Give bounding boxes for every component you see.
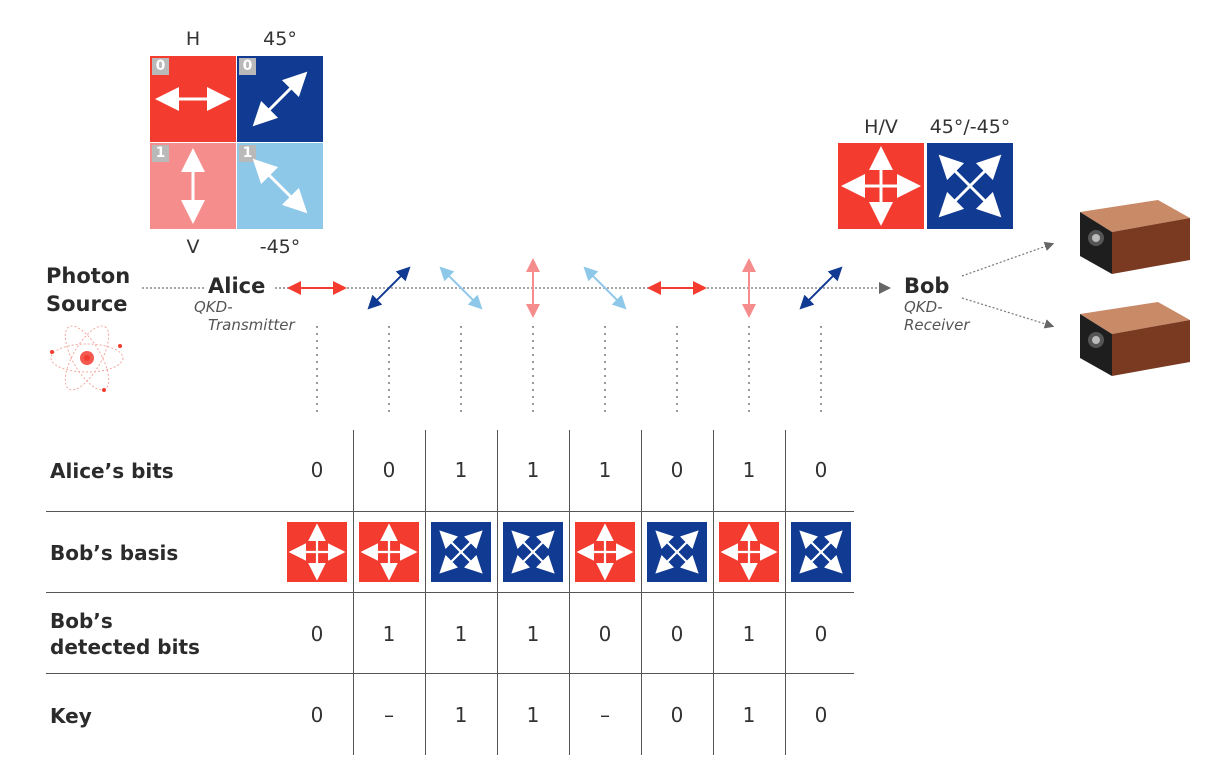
row-label-text: detected bits	[50, 635, 200, 659]
row-label-text: Key	[50, 704, 92, 728]
bob-sub2: Receiver	[904, 316, 970, 334]
basis-diagonal-icon	[503, 522, 563, 582]
legend-label-v: V	[186, 236, 200, 258]
alice-bit-cell: 0	[310, 458, 324, 482]
table-divider-h	[46, 673, 854, 674]
key-bit-cell: 1	[454, 703, 468, 727]
detector-icon	[1080, 200, 1190, 274]
row-label-key: Key	[50, 703, 92, 729]
row-label-bob-basis: Bob’s basis	[50, 540, 178, 566]
key-bit-cell: 0	[670, 703, 684, 727]
row-label-text: Bob’s	[50, 609, 113, 633]
legend-label-45: 45°	[263, 28, 297, 50]
bob-detected-bit-cell: 1	[382, 622, 396, 646]
plus-arrows-icon	[360, 523, 418, 581]
basis-rectilinear-icon	[287, 522, 347, 582]
cross-arrows-icon	[439, 530, 483, 574]
alice-bit-cell: 1	[454, 458, 468, 482]
alice-bit-cell: 1	[526, 458, 540, 482]
row-label-text: Alice’s bits	[50, 459, 174, 483]
table-divider-h	[46, 592, 854, 593]
legend-label-minus45: -45°	[259, 236, 301, 258]
photon-source-label: Photon Source	[46, 262, 130, 318]
basis-diagonal-icon	[647, 522, 707, 582]
photon-source-line1: Photon	[46, 264, 131, 288]
bob-detected-bit-cell: 0	[310, 622, 324, 646]
bob-detected-bit-cell: 0	[670, 622, 684, 646]
horizontal-arrow-icon	[155, 87, 231, 111]
bob-detected-bit-cell: 1	[454, 622, 468, 646]
vertical-arrow-icon	[181, 148, 205, 224]
plus-arrows-icon	[841, 146, 921, 226]
bob-detected-bit-cell: 0	[598, 622, 612, 646]
key-bit-cell: 1	[526, 703, 540, 727]
bit-badge: 1	[152, 145, 169, 162]
alice-sub2: Transmitter	[208, 316, 295, 334]
bob-name: Bob	[904, 274, 950, 298]
bit-badge: 0	[152, 58, 169, 75]
basis-tile-diagonal	[927, 143, 1013, 229]
alice-label: Alice QKD- Transmitter	[194, 274, 295, 334]
photon-channel	[142, 241, 1055, 416]
alice-bit-cell: 1	[742, 458, 756, 482]
cross-arrows-icon	[799, 530, 843, 574]
alice-sub1: QKD-	[194, 298, 233, 316]
alice-bit-cell: 1	[598, 458, 612, 482]
bob-sub1: QKD-	[904, 298, 943, 316]
cross-arrows-icon	[511, 530, 555, 574]
alice-name: Alice	[208, 274, 266, 298]
key-bit-cell: 1	[742, 703, 756, 727]
row-label-bob-detected: Bob’s detected bits	[50, 608, 200, 660]
basis-diagonal-icon	[791, 522, 851, 582]
diagonal-45-arrow-icon	[252, 71, 308, 127]
key-bit-cell: –	[384, 703, 394, 727]
plus-arrows-icon	[720, 523, 778, 581]
key-bit-cell: 0	[814, 703, 828, 727]
alice-bit-cell: 0	[670, 458, 684, 482]
cross-arrows-icon	[655, 530, 699, 574]
photon-8-polarization	[799, 266, 843, 310]
atom-icon	[50, 325, 124, 392]
key-bit-cell: –	[600, 703, 610, 727]
photon-3-polarization	[439, 266, 483, 310]
basis-rectilinear-icon	[359, 522, 419, 582]
basis-rectilinear-icon	[719, 522, 779, 582]
plus-arrows-icon	[288, 523, 346, 581]
photon-5-polarization	[583, 266, 627, 310]
basis-diagonal-icon	[431, 522, 491, 582]
diagonal-minus45-arrow-icon	[252, 158, 308, 214]
plus-arrows-icon	[576, 523, 634, 581]
bit-badge: 1	[239, 145, 256, 162]
legend-tile-v: 1	[150, 143, 236, 229]
cross-arrows-icon	[938, 154, 1002, 218]
bit-badge: 0	[239, 58, 256, 75]
bob-detected-bit-cell: 1	[526, 622, 540, 646]
detector-icon	[1080, 302, 1190, 376]
key-bit-cell: 0	[310, 703, 324, 727]
alice-bit-cell: 0	[382, 458, 396, 482]
bob-detected-bit-cell: 0	[814, 622, 828, 646]
legend-tile-h: 0	[150, 56, 236, 142]
photon-source-line2: Source	[46, 292, 128, 316]
basis-label-diag: 45°/-45°	[929, 116, 1011, 138]
photon-2-polarization	[367, 266, 411, 310]
legend-tile-45: 0	[237, 56, 323, 142]
alice-bit-cell: 0	[814, 458, 828, 482]
table-divider-h	[46, 511, 854, 512]
legend-label-h: H	[185, 28, 201, 50]
legend-tile-minus45: 1	[237, 143, 323, 229]
basis-rectilinear-icon	[575, 522, 635, 582]
row-label-alice-bits: Alice’s bits	[50, 458, 174, 484]
bob-label: Bob QKD- Receiver	[904, 274, 970, 334]
basis-tile-rectilinear	[838, 143, 924, 229]
basis-label-hv: H/V	[864, 116, 898, 138]
row-label-text: Bob’s basis	[50, 541, 179, 565]
bob-detected-bit-cell: 1	[742, 622, 756, 646]
